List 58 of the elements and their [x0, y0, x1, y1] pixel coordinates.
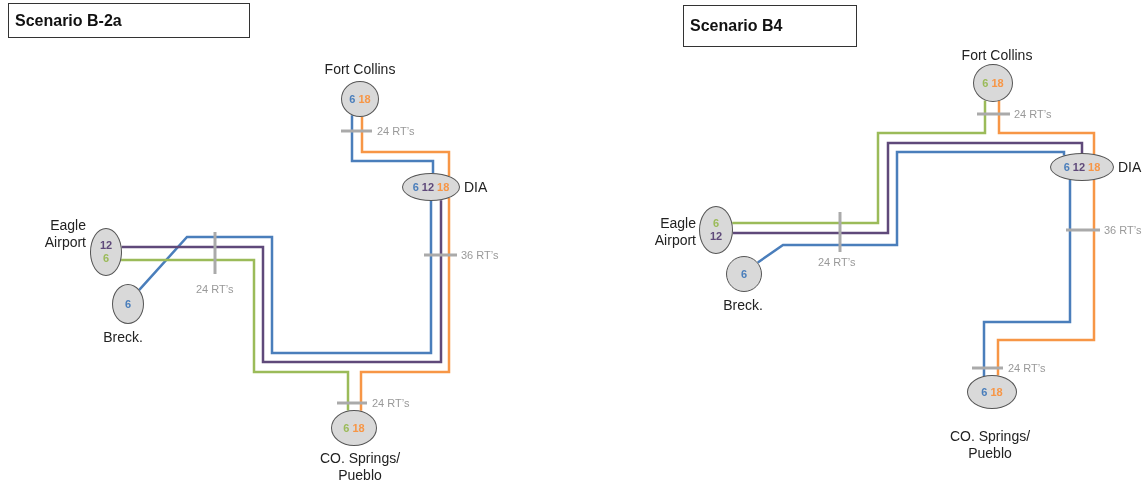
station-ellipse — [112, 284, 144, 324]
route-line — [350, 115, 435, 174]
route-line — [732, 100, 987, 225]
station-ellipse — [341, 81, 379, 117]
station-name: Eagle Airport — [43, 217, 86, 251]
trip-count-label: 24 RT’s — [196, 283, 234, 295]
trip-number: 12 — [709, 230, 723, 243]
station-ellipse — [1050, 153, 1114, 181]
route-line — [121, 258, 350, 411]
trip-number: 6 — [740, 267, 748, 281]
trip-number: 12 — [1072, 160, 1086, 174]
station-name: Breck. — [722, 296, 764, 314]
trip-count-label: 36 RT’s — [461, 249, 499, 261]
trip-number: 6 — [1063, 160, 1070, 174]
trip-number: 18 — [990, 385, 1003, 399]
trip-number: 6 — [982, 76, 989, 90]
route-line — [360, 116, 451, 176]
trip-number: 6 — [981, 385, 988, 399]
station-ellipse — [699, 206, 733, 254]
trip-number: 6 — [412, 180, 419, 194]
station-name: DIA — [464, 178, 488, 196]
station-name: CO. Springs/ Pueblo — [948, 428, 1032, 462]
station-name: Fort Collins — [960, 46, 1034, 64]
station-ellipse — [726, 256, 762, 292]
route-line — [359, 198, 451, 411]
station-name: Fort Collins — [323, 60, 397, 78]
station-ellipse — [90, 228, 122, 276]
trip-number: 6 — [349, 92, 356, 106]
title-box — [683, 5, 857, 47]
trip-number: 6 — [102, 252, 110, 265]
scenario-title: Scenario B4 — [690, 17, 783, 35]
trip-number: 18 — [991, 76, 1004, 90]
station-ellipse — [967, 375, 1017, 409]
station-name: Eagle Airport — [653, 215, 696, 249]
route-line — [997, 101, 1096, 154]
route-line — [982, 180, 1072, 376]
station-ellipse — [402, 173, 460, 201]
station-name: CO. Springs/ Pueblo — [318, 450, 402, 484]
trip-number: 6 — [712, 217, 720, 230]
route-line — [732, 141, 1084, 235]
route-line — [996, 180, 1096, 376]
station-ellipse — [331, 410, 377, 446]
trip-count-label: 24 RT’s — [818, 256, 856, 268]
trip-number: 18 — [437, 180, 450, 194]
station-name: DIA — [1118, 158, 1142, 176]
station-ellipse — [973, 64, 1013, 102]
trip-count-label: 36 RT’s — [1104, 224, 1142, 236]
title-box — [8, 3, 250, 38]
trip-number: 6 — [343, 421, 350, 435]
trip-number: 12 — [421, 180, 435, 194]
scenario-title: Scenario B-2a — [15, 11, 122, 30]
route-line — [757, 150, 1066, 264]
trip-number: 12 — [99, 239, 113, 252]
station-name: Breck. — [102, 328, 144, 346]
trip-number: 6 — [124, 297, 132, 311]
trip-number: 18 — [358, 92, 371, 106]
trip-number: 18 — [352, 421, 365, 435]
trip-number: 18 — [1088, 160, 1101, 174]
